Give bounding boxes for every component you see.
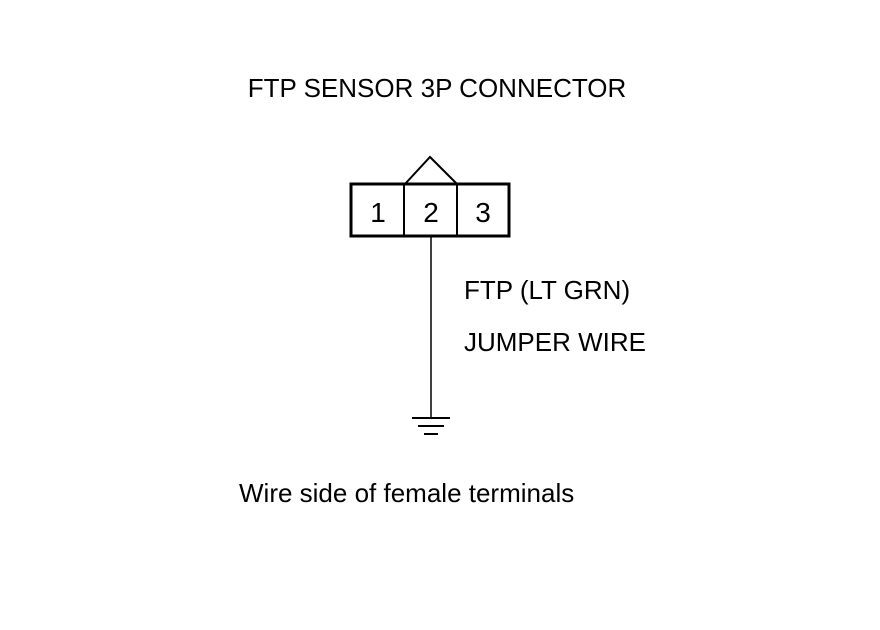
wire-color-label: FTP (LT GRN) xyxy=(464,275,630,305)
connector-body xyxy=(349,182,511,238)
jumper-wire-label: JUMPER WIRE xyxy=(464,327,646,357)
connector-lock-tab-icon xyxy=(404,155,458,185)
connector-3p: 1 2 3 xyxy=(349,182,511,238)
terminal-2: 2 xyxy=(423,197,439,228)
terminal-3: 3 xyxy=(475,197,491,228)
diagram-title: FTP SENSOR 3P CONNECTOR xyxy=(248,73,627,103)
ground-icon xyxy=(412,417,450,435)
terminal-1: 1 xyxy=(370,197,386,228)
diagram-caption: Wire side of female terminals xyxy=(239,478,574,508)
